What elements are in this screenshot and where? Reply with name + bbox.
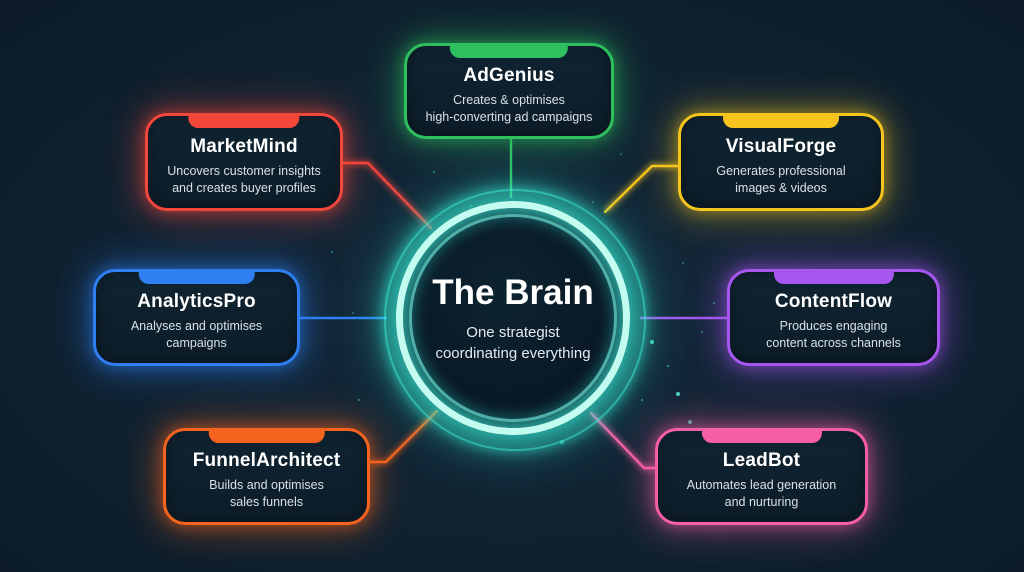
node-desc-line: Analyses and optimises (130, 319, 263, 334)
node-desc-line: Produces engaging (779, 319, 888, 334)
node-title: FunnelArchitect (192, 450, 341, 472)
node-description: Creates & optimises high-converting ad c… (426, 92, 593, 126)
node-description: Produces engaging content across channel… (766, 318, 901, 352)
node-tab (723, 115, 839, 128)
node-desc-line: content across channels (766, 336, 901, 350)
node-desc-line: Generates professional (716, 163, 846, 178)
node-desc-line: images & videos (735, 180, 827, 195)
connector-visualforge (603, 164, 680, 214)
hub-subtitle-line: coordinating everything (435, 344, 591, 362)
node-tab (138, 271, 255, 284)
hub-glow-ring (396, 201, 630, 435)
node-marketmind: MarketMind Uncovers customer insights an… (145, 113, 343, 211)
hub-subtitle-line: One strategist (466, 323, 560, 341)
node-visualforge: VisualForge Generates professional image… (678, 113, 884, 211)
node-title: MarketMind (190, 135, 298, 157)
node-desc-line: and nurturing (724, 495, 799, 509)
node-tab (188, 115, 300, 128)
node-tab (208, 430, 325, 443)
node-desc-line: sales funnels (230, 495, 303, 509)
node-tab (701, 430, 822, 443)
node-desc-line: high-converting ad campaigns (425, 109, 593, 124)
node-analyticspro: AnalyticsPro Analyses and optimises camp… (93, 269, 300, 366)
node-contentflow: ContentFlow Produces engaging content ac… (727, 269, 940, 366)
node-desc-line: Creates & optimises (453, 92, 565, 107)
node-adgenius: AdGenius Creates & optimises high-conver… (404, 43, 614, 139)
node-desc-line: campaigns (166, 336, 227, 350)
connector-marketmind (341, 161, 433, 230)
sparkle-particles (0, 0, 2, 2)
hub-the-brain: The Brain One strategist coordinating ev… (396, 201, 630, 435)
node-funnelarchitect: FunnelArchitect Builds and optimises sal… (163, 428, 370, 525)
hub-subtitle: One strategist coordinating everything (435, 322, 590, 364)
hub-title: The Brain (432, 272, 594, 312)
hub-outer-ring (384, 189, 646, 451)
node-title: LeadBot (722, 450, 801, 472)
node-title: AnalyticsPro (137, 291, 256, 313)
node-title: VisualForge (725, 135, 837, 157)
node-description: Automates lead generation and nurturing (687, 477, 836, 511)
node-tab (773, 271, 894, 284)
node-description: Builds and optimises sales funnels (209, 477, 324, 511)
node-desc-line: and creates buyer profiles (172, 180, 316, 195)
node-leadbot: LeadBot Automates lead generation and nu… (655, 428, 868, 525)
hub-inner-disc (409, 214, 617, 422)
node-description: Generates professional images & videos (716, 163, 845, 197)
node-description: Uncovers customer insights and creates b… (167, 163, 321, 197)
connector-leadbot (589, 411, 657, 470)
node-tab (449, 45, 569, 58)
connector-funnelarchitect (368, 409, 439, 464)
node-desc-line: Builds and optimises (209, 478, 324, 493)
node-title: AdGenius (463, 64, 555, 86)
node-title: ContentFlow (774, 291, 893, 313)
node-desc-line: Uncovers customer insights (167, 163, 321, 178)
node-desc-line: Automates lead generation (686, 478, 837, 493)
node-description: Analyses and optimises campaigns (131, 318, 262, 352)
